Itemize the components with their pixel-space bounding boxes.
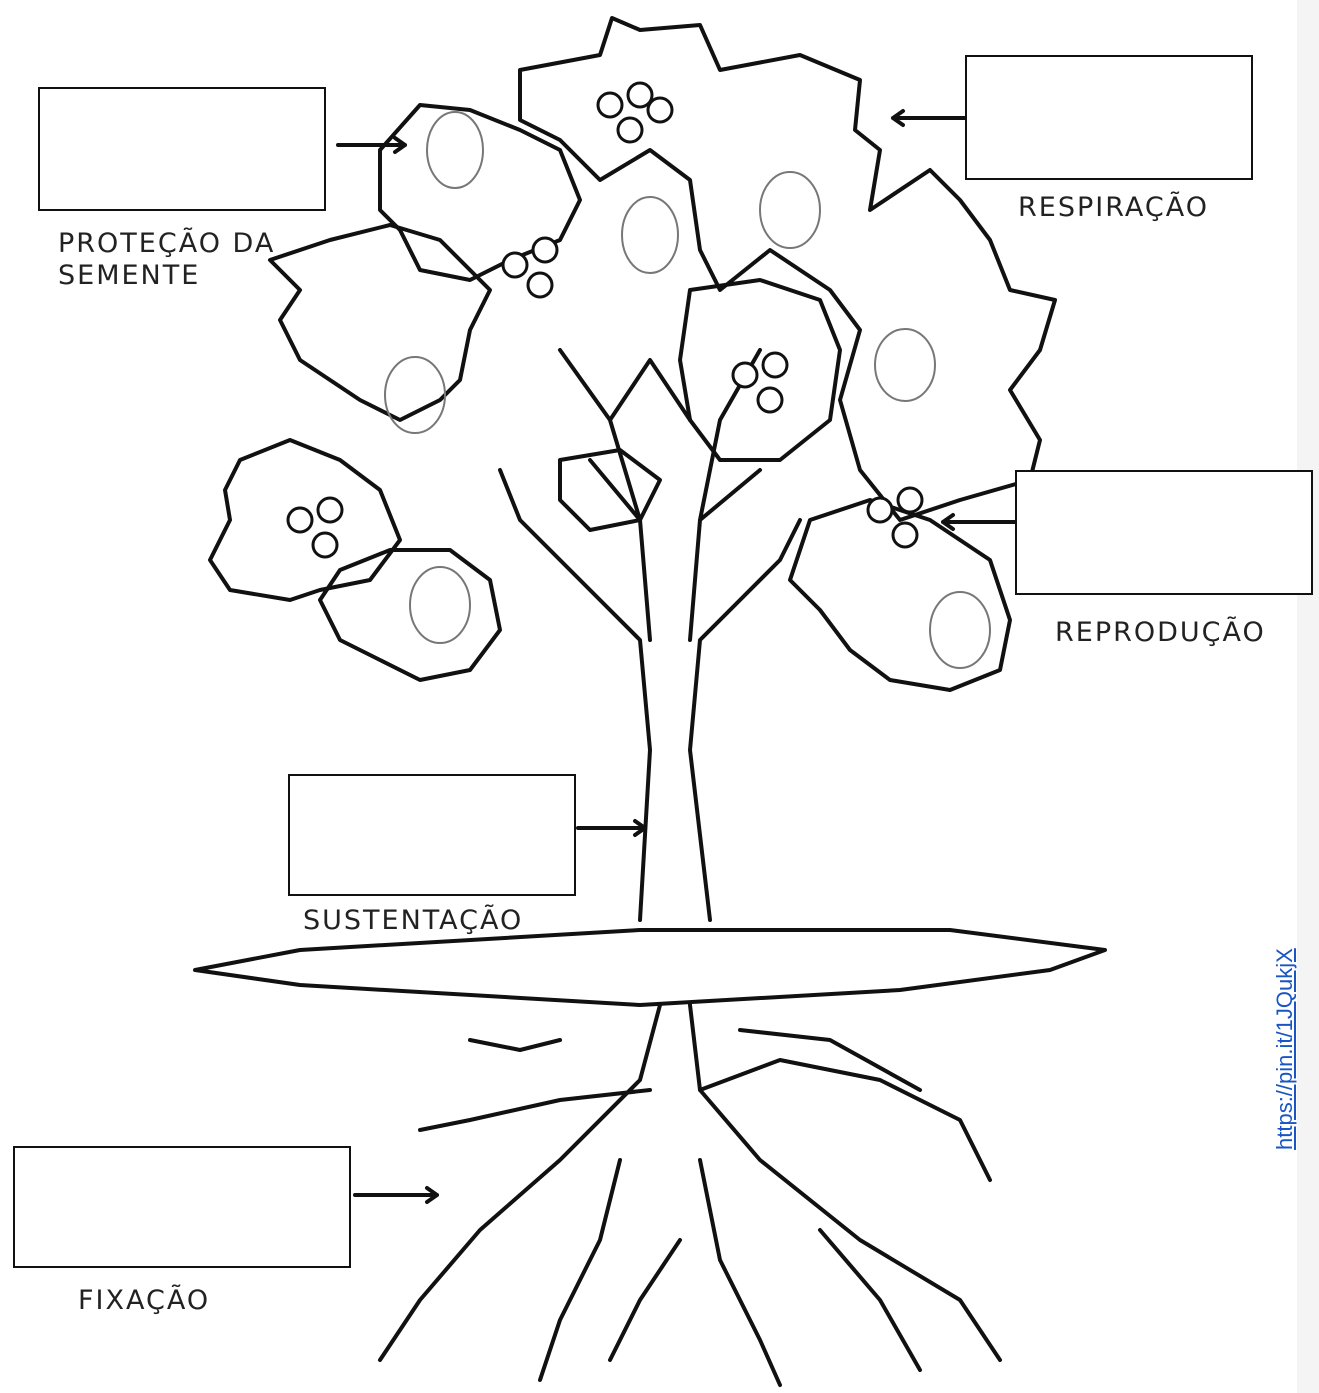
answer-box-reproduction[interactable] [1015, 470, 1313, 595]
fruit [759, 171, 821, 249]
ground-line [193, 928, 1107, 1007]
root [688, 1003, 1002, 1362]
fruit [409, 566, 471, 644]
root [818, 1228, 922, 1372]
arrow-fixation [353, 1186, 439, 1204]
answer-box-support[interactable] [288, 774, 576, 896]
flower-cluster [596, 81, 674, 144]
answer-box-seed-protection[interactable] [38, 87, 326, 211]
root [698, 1158, 782, 1387]
fruit [929, 591, 991, 669]
answer-box-fixation[interactable] [13, 1146, 351, 1268]
canopy-lobe [678, 278, 842, 462]
caption-seed-protection: PROTEÇÃO DA SEMENTE [58, 228, 276, 292]
canopy-lobe [558, 448, 662, 532]
canopy-lobe [318, 548, 502, 682]
root [698, 1058, 992, 1182]
root [738, 1028, 922, 1092]
arrow-reproduction [941, 513, 1027, 531]
canopy-lobe [518, 16, 1057, 522]
root [378, 1003, 662, 1362]
caption-fixation: FIXAÇÃO [78, 1285, 211, 1316]
canopy-lobe [208, 438, 402, 602]
canopy-lobe [788, 498, 1012, 692]
fruit [874, 328, 936, 402]
flower-cluster [731, 351, 789, 414]
flower-cluster [286, 496, 344, 559]
root [468, 1038, 562, 1052]
fruit [621, 196, 679, 274]
root [608, 1238, 682, 1362]
root [538, 1158, 622, 1382]
trunk [498, 468, 802, 922]
canopy-lobe [268, 223, 492, 422]
flower-cluster [866, 486, 924, 549]
flower-cluster [501, 236, 559, 299]
right-margin-strip [1297, 0, 1319, 1393]
arrow-seed [336, 136, 407, 154]
answer-box-respiration[interactable] [965, 55, 1253, 180]
caption-respiration: RESPIRAÇÃO [1018, 192, 1209, 223]
caption-support: SUSTENTAÇÃO [303, 905, 524, 936]
arrow-respiration [891, 109, 967, 127]
fruit [384, 356, 446, 434]
fruit [426, 111, 484, 189]
arrow-support [576, 819, 647, 837]
source-link[interactable]: https://pin.it/1JQukjX [1272, 948, 1297, 1150]
root [418, 1088, 652, 1132]
branch [558, 348, 762, 642]
caption-reproduction: REPRODUÇÃO [1055, 617, 1266, 648]
